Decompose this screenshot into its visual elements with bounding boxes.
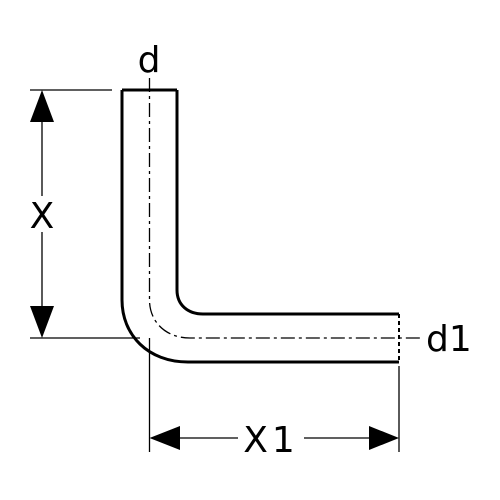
pipe-inner-wall [175, 90, 399, 316]
dimension-x1-arrow-right [369, 426, 399, 450]
label-x1: X1 [243, 420, 299, 461]
dimension-x1 [149, 418, 399, 458]
label-x: X [30, 196, 55, 237]
label-d: d [138, 40, 161, 81]
pipe-outer-wall [120, 90, 399, 364]
dimension-x1-arrow-left [149, 426, 180, 450]
dimension-x-arrow-bottom [30, 306, 54, 338]
dimension-x-arrow-top [30, 90, 54, 122]
pipe-bend-outline [120, 88, 399, 364]
pipe-centerline [148, 78, 420, 339]
center-lines [148, 78, 420, 339]
dimension-x1-label-gap [238, 418, 304, 458]
dimension-x [26, 90, 58, 338]
extension-lines [30, 89, 400, 452]
label-d1: d1 [426, 319, 472, 360]
dimension-x-label-gap [26, 196, 58, 232]
